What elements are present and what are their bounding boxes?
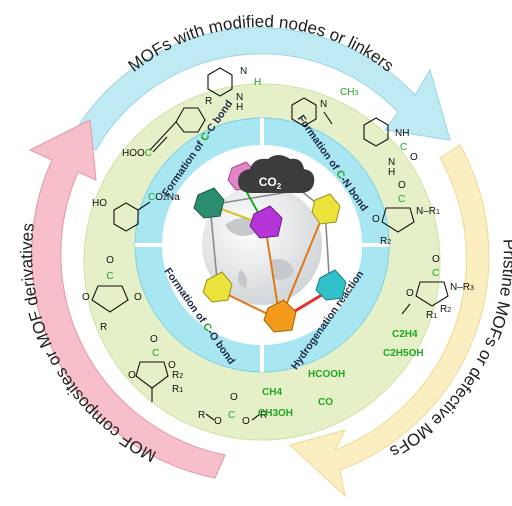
svg-text:O: O	[242, 416, 250, 427]
svg-text:N: N	[240, 66, 247, 77]
svg-text:O: O	[398, 180, 406, 191]
svg-text:N: N	[388, 157, 395, 168]
globe-illustration	[202, 185, 322, 305]
svg-text:O: O	[406, 288, 414, 299]
svg-text:O: O	[230, 392, 238, 403]
svg-text:O: O	[82, 292, 90, 303]
svg-text:HO: HO	[92, 198, 107, 209]
outer-arrow-right	[288, 144, 490, 498]
molecule-oxazolidinone: O C O N–R1 R2	[372, 180, 440, 247]
product-ch4: CH4	[262, 387, 282, 398]
svg-text:R2: R2	[440, 304, 451, 315]
svg-text:C: C	[432, 268, 439, 279]
svg-text:R2: R2	[172, 370, 183, 381]
svg-text:O: O	[214, 416, 222, 427]
outer-arrow-left	[28, 119, 226, 479]
molecule-sodium-salicylate: HO CO2Na	[92, 192, 180, 232]
svg-text:C: C	[398, 194, 405, 205]
svg-text:CO2: CO2	[259, 175, 282, 191]
svg-text:N–R1: N–R1	[416, 206, 440, 217]
quadrant-dividers	[135, 118, 389, 372]
svg-text:C: C	[228, 410, 235, 421]
svg-text:R1: R1	[426, 310, 437, 321]
svg-text:R1: R1	[172, 384, 183, 395]
outer-arrow-top	[69, 27, 451, 151]
svg-text:HOOC: HOOC	[122, 148, 152, 159]
svg-text:O: O	[432, 254, 440, 265]
co2-label: CO	[259, 175, 277, 189]
svg-text:R: R	[198, 410, 205, 421]
product-co: CO	[318, 397, 333, 408]
svg-text:N–R3: N–R3	[450, 282, 474, 293]
svg-text:O: O	[128, 370, 136, 381]
molecule-cyclic-carbonate: O C O O R	[82, 255, 142, 333]
svg-text:O: O	[168, 360, 176, 371]
co2-cloud: CO2	[238, 155, 315, 193]
svg-text:R: R	[260, 410, 267, 421]
svg-text:H: H	[254, 77, 261, 88]
svg-text:O: O	[372, 214, 380, 225]
molecule-dimethylaniline: N CH3	[291, 87, 358, 127]
molecule-benzimidazolone: NH C O N H	[363, 117, 418, 178]
molecule-alkylidene-carbonate: O C O O R2 R1	[128, 334, 183, 402]
svg-text:H: H	[388, 167, 395, 178]
svg-text:C: C	[152, 348, 159, 359]
molecule-alkynoic-acid: HOOC R	[122, 96, 212, 159]
svg-text:C: C	[106, 271, 113, 282]
svg-text:O: O	[134, 292, 142, 303]
molecule-benzimidazole: N H N H	[207, 66, 261, 113]
svg-text:H: H	[236, 102, 243, 113]
svg-text:R2: R2	[380, 236, 391, 247]
molecule-oxazolidinone-methylene: O C O N–R3 R2 R1	[401, 254, 474, 321]
molecule-dialkyl-carbonate: O R O C O R	[198, 392, 267, 427]
svg-text:N: N	[236, 92, 243, 103]
svg-text:R: R	[205, 96, 212, 107]
product-ch3oh: CH3OH	[258, 408, 293, 419]
product-c2h5oh: C2H5OH	[383, 348, 424, 359]
product-hcooh: HCOOH	[308, 369, 345, 380]
svg-text:CO2Na: CO2Na	[148, 192, 180, 203]
svg-text:C: C	[400, 142, 407, 153]
co2-subscript: 2	[277, 182, 282, 191]
svg-text:CH3: CH3	[340, 87, 358, 98]
svg-text:R: R	[100, 322, 107, 333]
svg-text:NH: NH	[395, 128, 409, 139]
svg-text:O: O	[150, 334, 158, 345]
svg-text:O: O	[410, 152, 418, 163]
product-c2h4: C2H4	[392, 329, 418, 340]
svg-text:O: O	[106, 255, 114, 266]
svg-text:N: N	[320, 99, 327, 110]
